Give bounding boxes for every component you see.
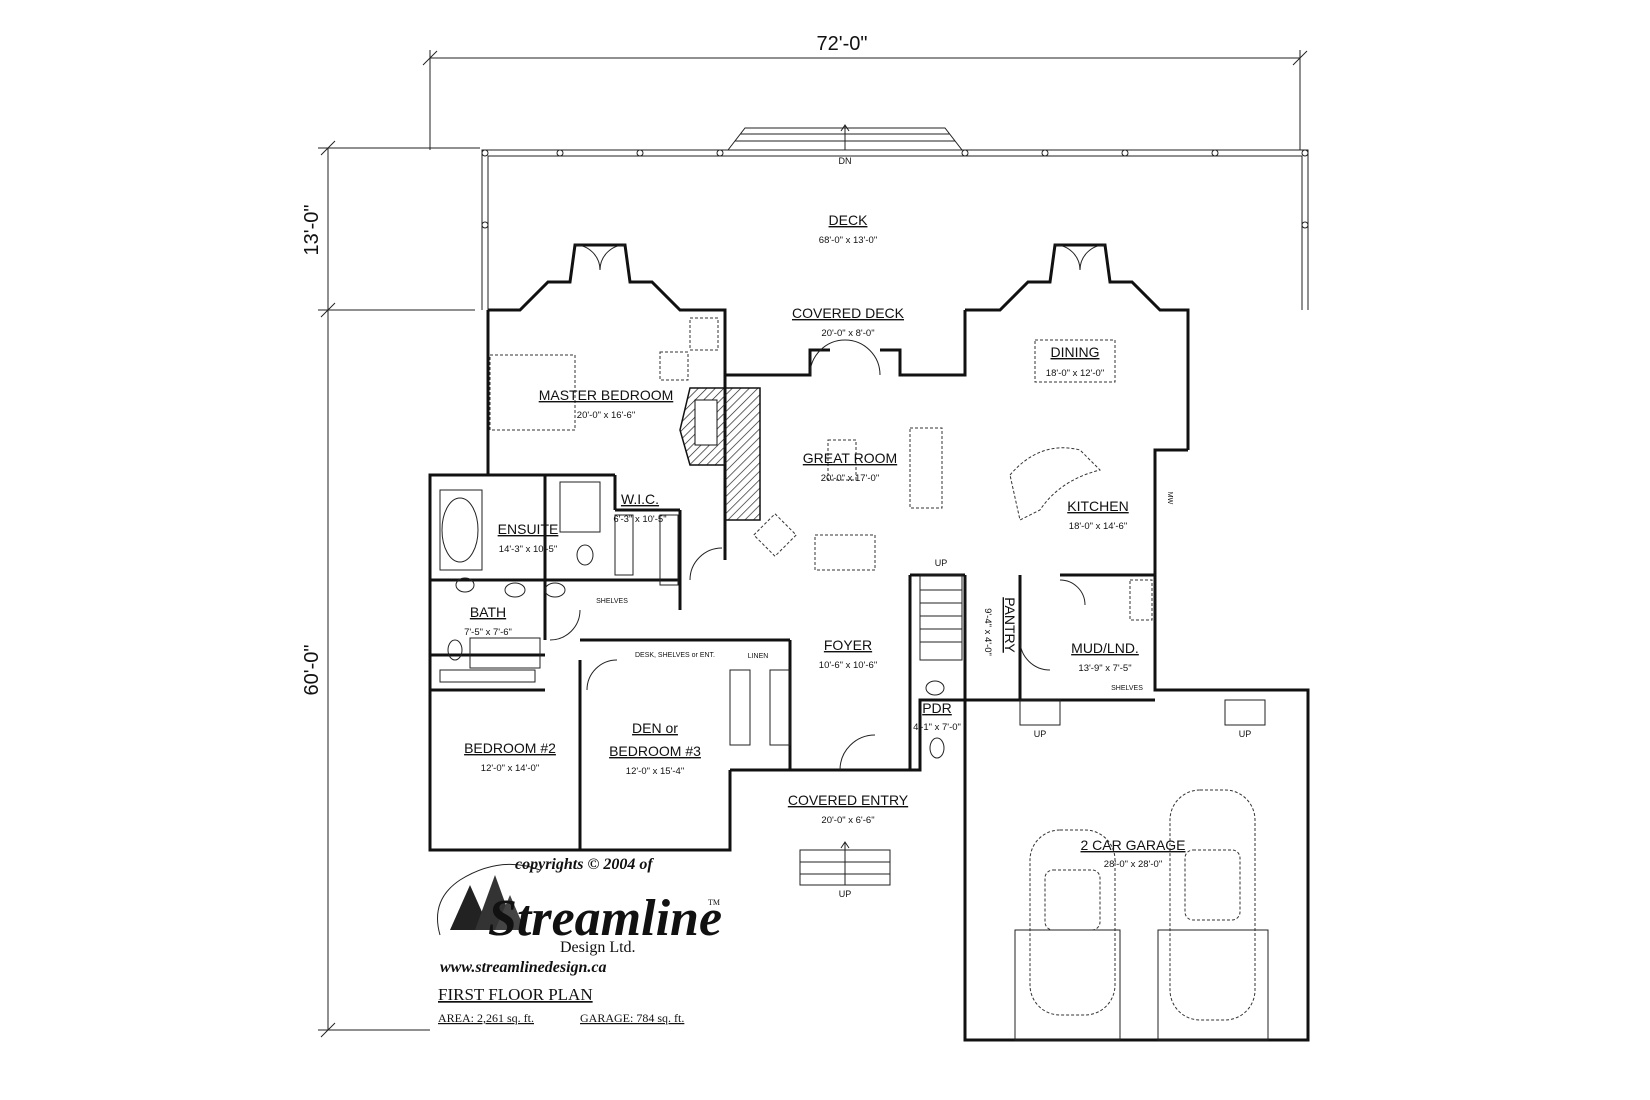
dining-size: 18'-0" x 12'-0" <box>1046 368 1104 379</box>
garage-up-right: UP <box>1239 729 1252 739</box>
mud-shelves-label: SHELVES <box>1111 685 1143 692</box>
company-name: Streamline <box>488 890 722 947</box>
master-bedroom-size: 20'-0" x 16'-6" <box>577 410 635 421</box>
entry-stairs <box>799 841 891 886</box>
pdr-label: PDR <box>922 700 952 716</box>
closets <box>439 669 791 746</box>
deck-label: DECK <box>829 212 869 228</box>
bedroom2-size: 12'-0" x 14'-0" <box>481 763 539 774</box>
ensuite-size: 14'-3" x 10'-5" <box>499 544 557 555</box>
pantry-size: 9'-4" x 4'-0" <box>982 608 993 656</box>
fireplace <box>679 387 761 521</box>
copyright-text: copyrights © 2004 of <box>515 856 654 873</box>
covered-deck-size: 20'-0" x 8'-0" <box>821 328 874 339</box>
garage-steps <box>1019 699 1266 726</box>
garage-size: 28'-0" x 28'-0" <box>1104 859 1162 870</box>
streamline-logo <box>437 863 541 936</box>
master-bedroom-label: MASTER BEDROOM <box>539 387 674 403</box>
ensuite-shelves-label: SHELVES <box>596 598 628 605</box>
furniture <box>489 317 1153 621</box>
great-room-size: 20'-0" x 17'-0" <box>821 473 879 484</box>
mud-lnd-label: MUD/LND. <box>1071 640 1139 656</box>
deck-railing <box>481 124 1309 310</box>
house-depth-dimension: 60'-0" <box>301 645 323 696</box>
entry-up-label: UP <box>839 889 852 899</box>
den-label: DEN or <box>632 720 678 736</box>
wic-label: W.I.C. <box>621 491 659 507</box>
foyer-label: FOYER <box>824 637 872 653</box>
bath-label: BATH <box>470 604 506 620</box>
plan-area: AREA: 2,261 sq. ft. <box>438 1011 534 1025</box>
wic-size: 6'-3" x 10'-5" <box>613 514 666 525</box>
pantry-label: PANTRY <box>1002 597 1018 653</box>
great-room-label: GREAT ROOM <box>803 450 897 466</box>
kitchen-label: KITCHEN <box>1067 498 1128 514</box>
dining-label: DINING <box>1051 344 1100 360</box>
plan-garage-area: GARAGE: 784 sq. ft. <box>580 1011 684 1025</box>
doors <box>549 244 1106 771</box>
ensuite-fixtures <box>439 481 945 759</box>
linen-label: LINEN <box>748 653 769 660</box>
pdr-size: 4'-1" x 7'-0" <box>913 722 961 733</box>
plan-title: FIRST FLOOR PLAN <box>438 985 593 1004</box>
company-sub: Design Ltd. <box>560 939 636 956</box>
kitchen-size: 18'-0" x 14'-6" <box>1069 521 1127 532</box>
deck-size: 68'-0" x 13'-0" <box>819 235 877 246</box>
room-labels: DECK 68'-0" x 13'-0" COVERED DECK 20'-0"… <box>464 212 1251 899</box>
bath-size: 7'-5" x 7'-6" <box>464 627 512 638</box>
deck-stairs-dn: DN <box>839 156 852 166</box>
desk-note-label: DESK, SHELVES or ENT. <box>635 652 715 659</box>
covered-deck-label: COVERED DECK <box>792 305 905 321</box>
dimension-lines <box>318 50 1308 1038</box>
garage-up-left: UP <box>1034 729 1047 739</box>
bedroom3-label: BEDROOM #3 <box>609 743 701 759</box>
overall-width-dimension: 72'-0" <box>817 33 868 55</box>
mw-label: MW <box>1166 492 1173 505</box>
stairs-up-label: UP <box>935 558 948 568</box>
interior-stairs <box>919 574 963 661</box>
garage-cars <box>1014 789 1269 1041</box>
company-url: www.streamlinedesign.ca <box>440 959 607 976</box>
bedroom2-label: BEDROOM #2 <box>464 740 556 756</box>
mud-lnd-size: 13'-9" x 7'-5" <box>1078 663 1131 674</box>
covered-entry-size: 20'-0" x 6'-6" <box>821 815 874 826</box>
deck-depth-dimension: 13'-0" <box>301 205 323 256</box>
trademark: TM <box>708 898 720 907</box>
covered-entry-label: COVERED ENTRY <box>788 792 909 808</box>
ensuite-label: ENSUITE <box>498 521 559 537</box>
garage-label: 2 CAR GARAGE <box>1080 837 1185 853</box>
foyer-size: 10'-6" x 10'-6" <box>819 660 877 671</box>
den-size: 12'-0" x 15'-4" <box>626 766 684 777</box>
